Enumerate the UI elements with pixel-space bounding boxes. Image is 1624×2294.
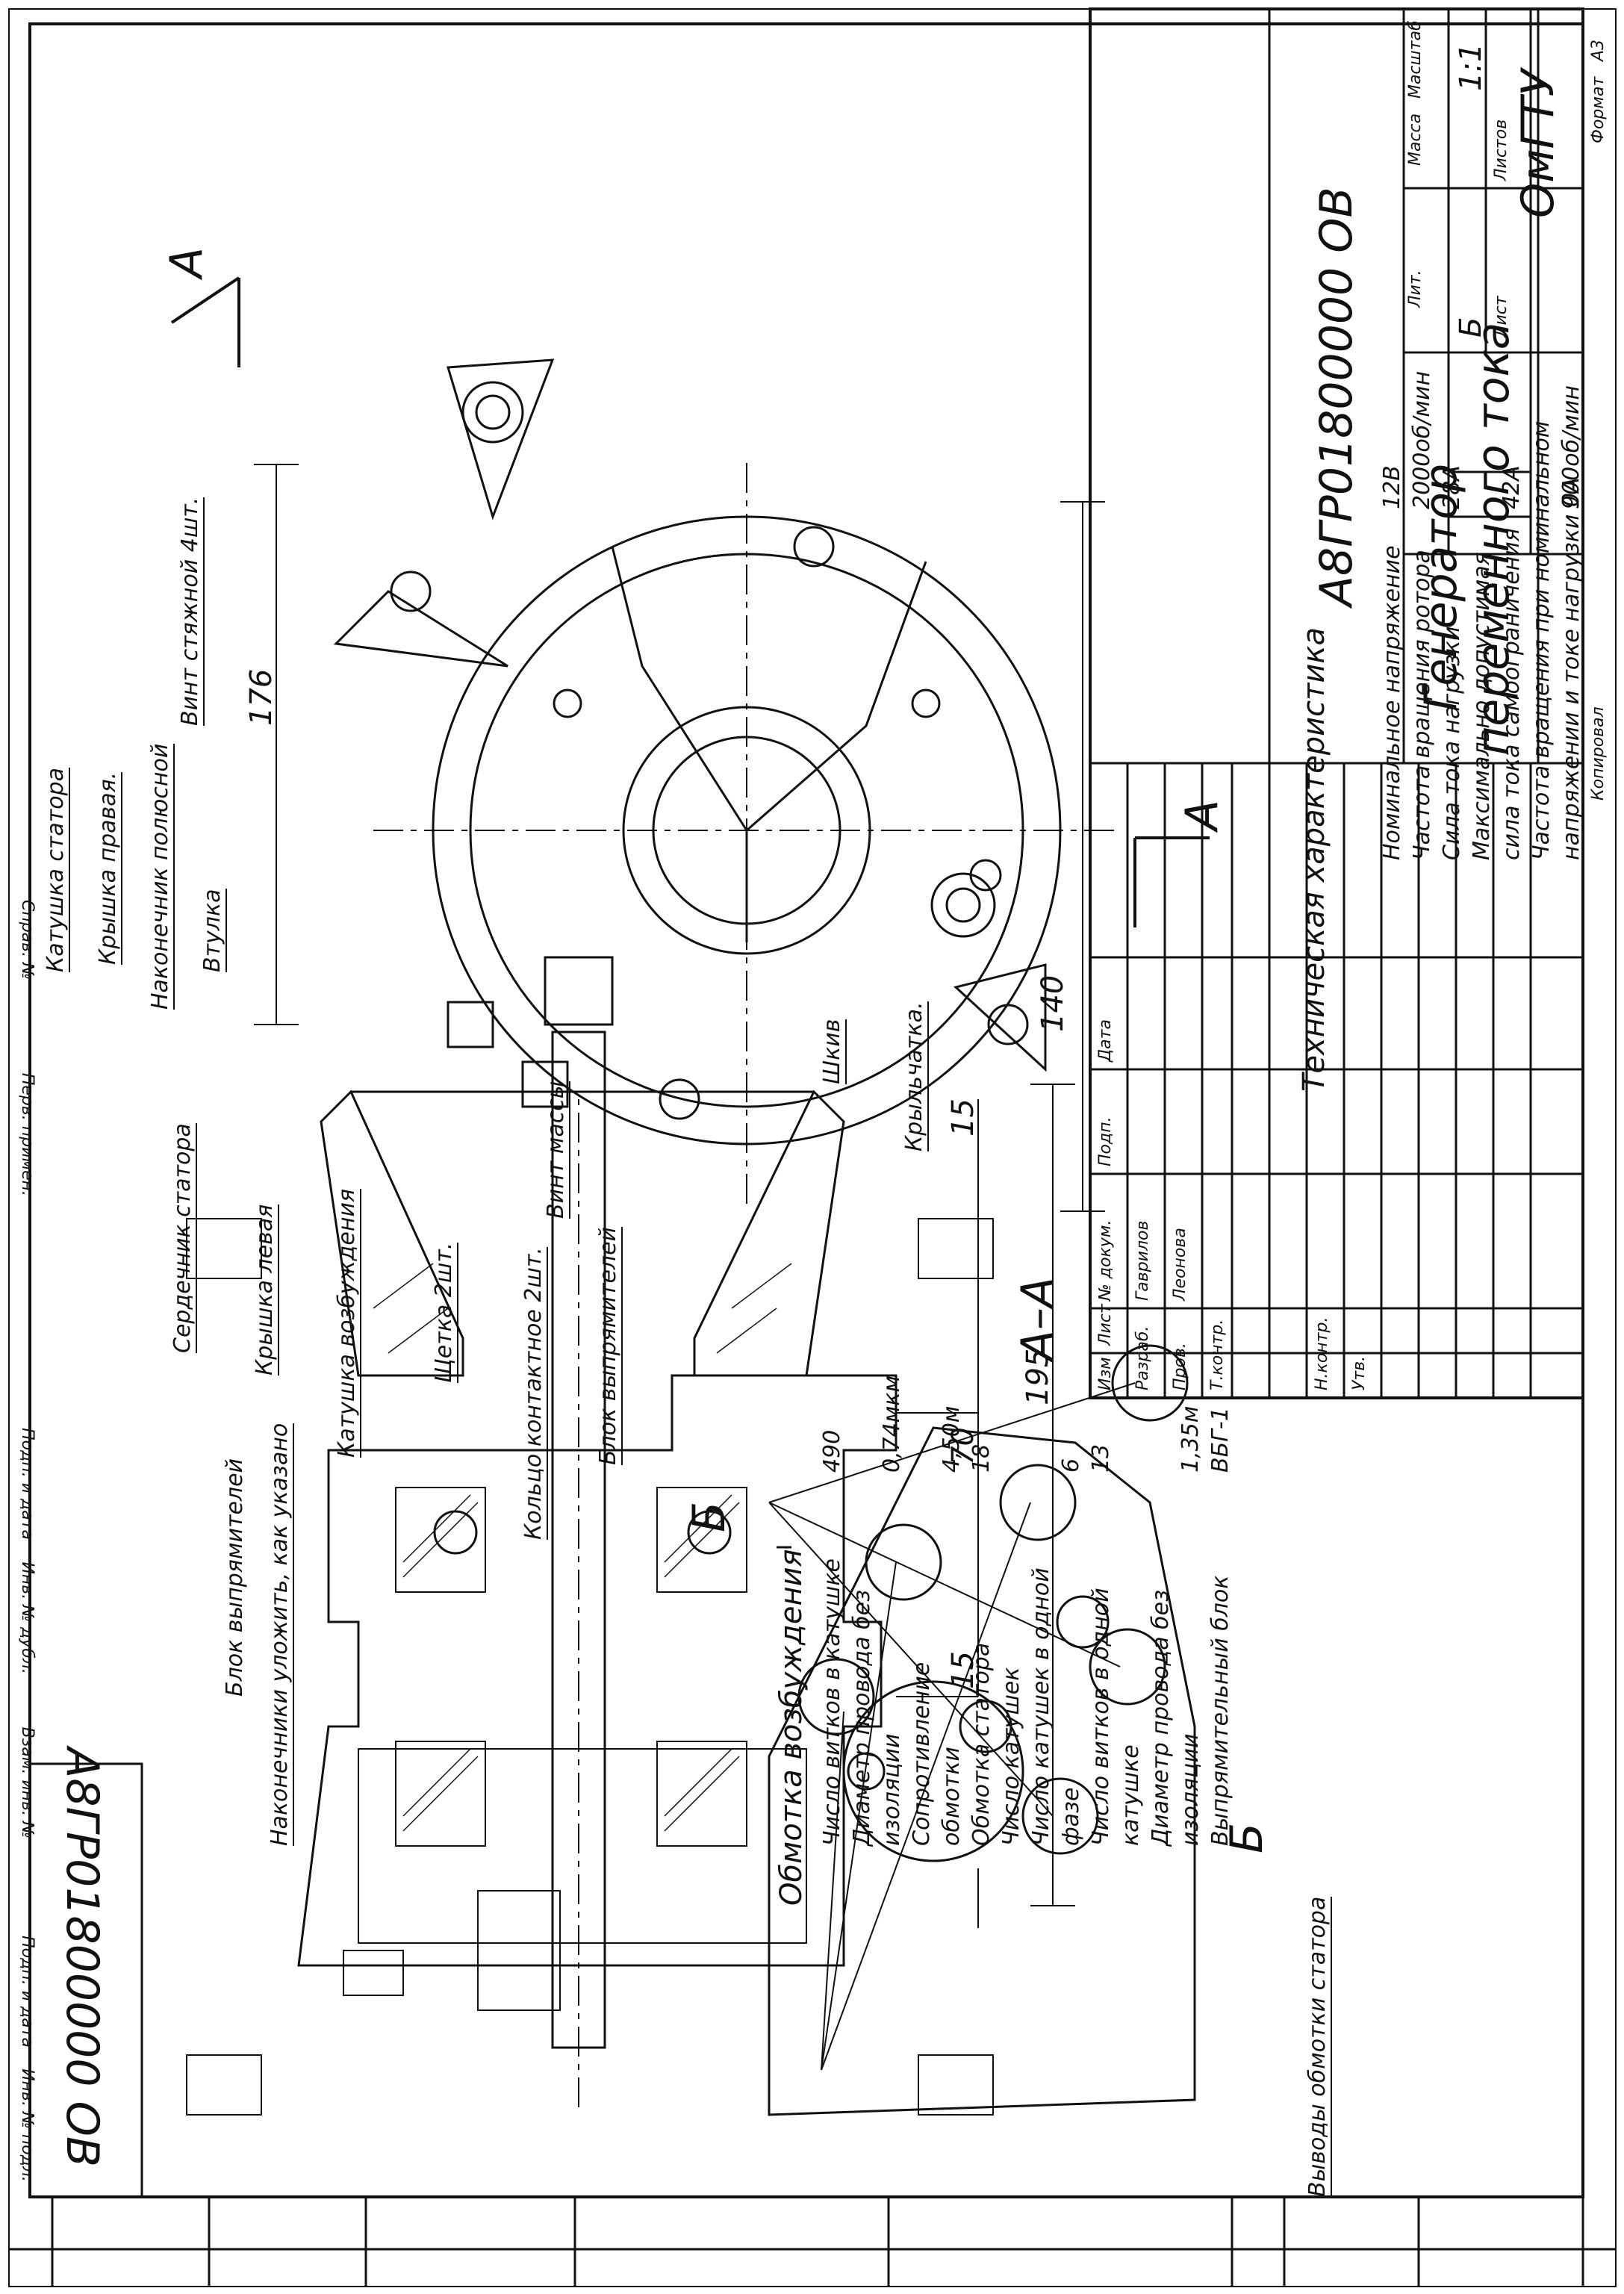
arrow-label-a: А xyxy=(161,246,213,278)
arrow-label-a2: А xyxy=(1176,799,1228,830)
winding-label-5: Обмотка статора xyxy=(968,1642,995,1846)
label-perv-primen: Перв. примен. xyxy=(18,1072,37,1196)
callout-koltso: Кольцо контактное 2шт. xyxy=(520,1247,548,1540)
tech-spec-title: Техническая характеристика xyxy=(1297,627,1331,1092)
callout-shchetka: Щетка 2шт. xyxy=(431,1242,458,1383)
winding-label-8: фазе xyxy=(1058,1787,1084,1846)
callout-vtulka: Втулка xyxy=(199,889,227,972)
winding-value-8: 6 xyxy=(1058,1458,1084,1473)
title-line-2: переменного тока xyxy=(1467,322,1519,756)
chg-hdr-2: № докум. xyxy=(1096,1219,1115,1301)
chg-hdr-3: Подп. xyxy=(1096,1116,1115,1166)
winding-label-11: Диаметр провода без xyxy=(1148,1589,1174,1846)
callout-krylchatka: Крыльчатка. xyxy=(901,1001,929,1151)
organization: ОмГТУ xyxy=(1512,69,1564,218)
chg-hdr-4: Дата xyxy=(1096,1019,1115,1062)
format-value: А3 xyxy=(1589,39,1608,61)
hdr-lit: Лит. xyxy=(1406,270,1425,308)
callout-nakonechniki-ulozhit: Наконечники уложить, как указано xyxy=(267,1423,294,1846)
arrow-label-b: Б xyxy=(683,1501,735,1532)
left-cell-1: Инв. № дубл. xyxy=(18,1561,37,1674)
callout-blok-vypr: Блок выпрямителей xyxy=(595,1226,623,1465)
label-sprav-no: Справ. № xyxy=(18,899,37,980)
title-designation: А8ГР01800000 ОВ xyxy=(1310,187,1363,606)
dim-15-right: 15 xyxy=(946,1098,980,1137)
winding-value-12: 1,35м xyxy=(1177,1405,1204,1473)
hdr-sheets: Листов xyxy=(1492,119,1511,181)
lit-value: Б xyxy=(1454,317,1488,338)
winding-label-9: Число витков в одной xyxy=(1088,1588,1114,1846)
hdr-mass: Масса xyxy=(1406,113,1425,166)
tech-spec-value-6: 900об/мин xyxy=(1558,385,1584,509)
callout-shkiv: Шкив xyxy=(819,1019,847,1084)
winding-value-5: 18 xyxy=(968,1443,995,1473)
designation-rotated: А8ГР01800000 ОВ xyxy=(56,1747,108,2167)
winding-value-2: 0,74мкм xyxy=(879,1375,905,1473)
name-0: Гаврилов xyxy=(1133,1220,1152,1301)
tech-spec-label-6: напряжении и токе нагрузки 0А xyxy=(1558,477,1584,860)
tech-spec-label-5: Частота вращения при номинальном xyxy=(1528,420,1555,860)
role-2: Т.контр. xyxy=(1208,1319,1227,1390)
callout-nakonechnik: Наконечник полюсной xyxy=(147,743,175,1010)
winding-label-1: Диаметр провода без xyxy=(849,1589,875,1846)
callout-katushka-statora: Катушка статора xyxy=(43,767,70,972)
callout-serdechnik: Сердечник статора xyxy=(169,1123,197,1353)
callout-vint-massy: Винт массы xyxy=(543,1081,570,1219)
callout-kryshka-pravaya: Крышка правая. xyxy=(95,771,122,965)
format-label: Формат xyxy=(1589,76,1608,143)
winding-label-0: Число витков в катушке xyxy=(819,1558,845,1846)
winding-value-0: 490 xyxy=(819,1429,845,1473)
role-0: Разраб. xyxy=(1133,1325,1152,1390)
role-1: Пров. xyxy=(1171,1343,1189,1390)
winding-label-2: изоляции xyxy=(879,1733,905,1846)
winding-label-13: Выпрямительный блок xyxy=(1207,1575,1233,1846)
winding-label-3: Сопротивление xyxy=(909,1662,935,1846)
callout-kryshka-levaya: Крышка левая xyxy=(252,1204,279,1376)
winding-label-4: обмотки xyxy=(939,1747,965,1846)
role-4: Утв. xyxy=(1350,1355,1369,1390)
winding-value-13: ВБГ-1 xyxy=(1207,1407,1233,1473)
scale-value: 1:1 xyxy=(1454,43,1488,91)
chg-hdr-1: Лист xyxy=(1096,1304,1115,1346)
title-line-1: Генератор xyxy=(1415,463,1467,711)
dim-140: 140 xyxy=(1036,975,1070,1032)
left-cell-3: Подп. и дата xyxy=(18,1936,37,2048)
left-cell-4: Инв. № подл. xyxy=(18,2068,37,2182)
winding-label-7: Число катушек в одной xyxy=(1028,1567,1054,1846)
callout-vyvody: Выводы обмотки статора xyxy=(1304,1896,1332,2197)
left-cell-0: Подп. и дата xyxy=(18,1428,37,1540)
copied-label: Копировал xyxy=(1589,706,1608,801)
winding-value-4: 4,50м xyxy=(939,1405,965,1473)
callout-katushka-vozb: Катушка возбуждения xyxy=(334,1188,361,1458)
left-cell-2: Взам. инв. № xyxy=(18,1726,37,1838)
winding-label-12: изоляции xyxy=(1177,1733,1204,1846)
dim-195: 195 xyxy=(1021,1348,1055,1405)
callout-vint-styazhnoy: Винт стяжной 4шт. xyxy=(177,497,205,726)
tech-spec-label-0: Номинальное напряжение xyxy=(1379,545,1405,860)
hdr-scale: Масштаб xyxy=(1406,20,1425,99)
dim-176: 176 xyxy=(244,668,279,726)
hdr-sheet: Лист xyxy=(1492,296,1511,338)
chg-hdr-0: Изм xyxy=(1096,1357,1115,1390)
winding-label-6: Число катушек xyxy=(998,1667,1024,1846)
role-3: Н.контр. xyxy=(1313,1317,1331,1390)
callout-blok-vypr-b: Блок выпрямителей xyxy=(222,1458,248,1697)
winding-label-10: катушке xyxy=(1118,1744,1144,1846)
winding-value-9: 13 xyxy=(1088,1443,1114,1473)
tech-spec-value-0: 12В xyxy=(1379,465,1405,509)
winding-spec-title: Обмотка возбуждения xyxy=(774,1549,809,1906)
name-1: Леонова xyxy=(1171,1228,1189,1301)
